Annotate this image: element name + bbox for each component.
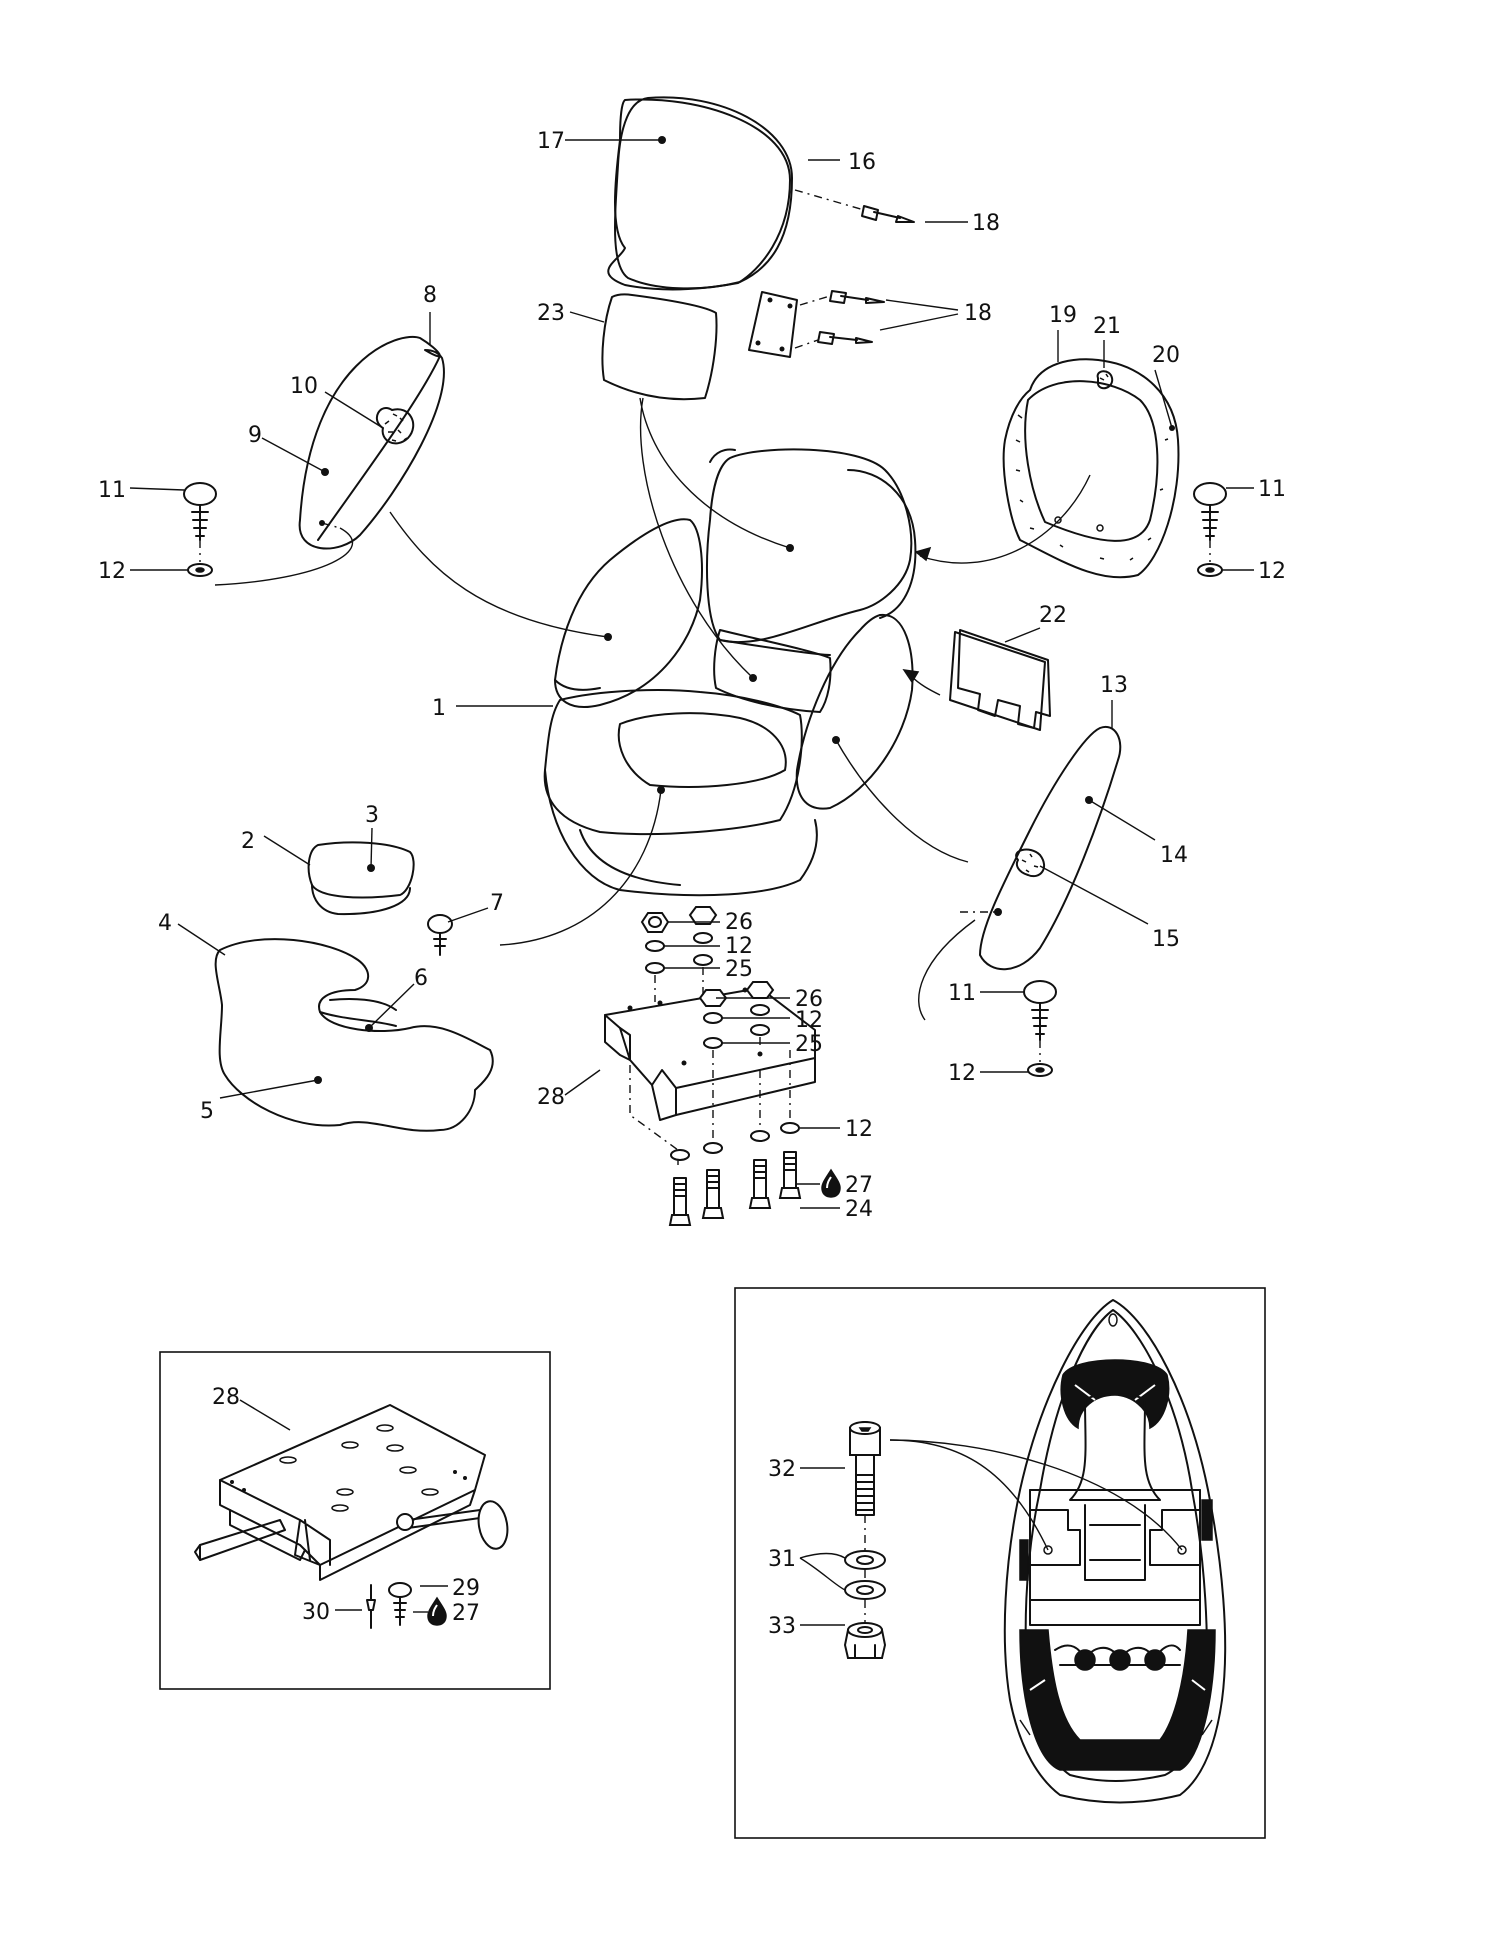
callout-20: 20 bbox=[1152, 343, 1180, 368]
seat-cover bbox=[214, 938, 494, 1132]
rivet-18-set bbox=[817, 205, 915, 345]
inset-slide-box bbox=[159, 1351, 551, 1690]
callout-28b: 28 bbox=[212, 1385, 240, 1410]
callout-11b: 11 bbox=[1258, 477, 1286, 502]
callout-14: 14 bbox=[1160, 843, 1188, 868]
callout-30: 30 bbox=[302, 1600, 330, 1625]
seat-cushion-pad bbox=[307, 841, 415, 916]
inset-hull-box bbox=[734, 1287, 1266, 1839]
callout-4: 4 bbox=[158, 911, 172, 936]
callout-19: 19 bbox=[1049, 303, 1077, 328]
push-fastener-11-lower bbox=[1023, 980, 1057, 1077]
hull-top-view bbox=[1003, 1299, 1227, 1804]
left-armrest-cover bbox=[298, 335, 445, 550]
callout-27a: 27 bbox=[845, 1173, 873, 1198]
seat-mount-bracket bbox=[604, 987, 816, 1121]
callout-26b: 26 bbox=[795, 987, 823, 1012]
callout-15: 15 bbox=[1152, 927, 1180, 952]
callout-32: 32 bbox=[768, 1457, 796, 1482]
callout-28a: 28 bbox=[537, 1085, 565, 1110]
backrest-trim-frame bbox=[1002, 358, 1180, 579]
callout-25a: 25 bbox=[725, 957, 753, 982]
callout-8: 8 bbox=[423, 283, 437, 308]
seat-slide-rail bbox=[194, 1404, 509, 1581]
callout-24: 24 bbox=[845, 1197, 873, 1222]
push-fastener-11-left bbox=[183, 482, 217, 577]
callout-1: 1 bbox=[432, 696, 446, 721]
push-fastener-11-right bbox=[1193, 482, 1227, 577]
drop-icon bbox=[821, 1168, 841, 1198]
callout-12e: 12 bbox=[948, 1061, 976, 1086]
backrest-bracket-plate bbox=[748, 291, 798, 358]
callout-3: 3 bbox=[365, 803, 379, 828]
leader-curves bbox=[214, 397, 1091, 1021]
right-armrest-cover bbox=[979, 725, 1122, 971]
callout-12a: 12 bbox=[98, 559, 126, 584]
callout-18a: 18 bbox=[972, 211, 1000, 236]
seat-assembly bbox=[543, 448, 917, 897]
callout-29: 29 bbox=[452, 1576, 480, 1601]
callout-12c: 12 bbox=[725, 934, 753, 959]
bolt-washer-stack-bottom bbox=[629, 1050, 802, 1226]
backrest-insert-plate bbox=[949, 629, 1051, 731]
callout-27b: 27 bbox=[452, 1601, 480, 1626]
drop-icon-inset bbox=[427, 1596, 447, 1626]
nut-washer-stack-top bbox=[640, 906, 775, 1049]
screw-29-rivet-30 bbox=[366, 1582, 412, 1629]
callout-26a: 26 bbox=[725, 910, 753, 935]
callout-11a: 11 bbox=[98, 478, 126, 503]
callout-18b: 18 bbox=[964, 301, 992, 326]
callout-11c: 11 bbox=[948, 981, 976, 1006]
bolt-32-washers-31-nut-33 bbox=[843, 1421, 887, 1659]
callout-25b: 25 bbox=[795, 1032, 823, 1057]
callout-2: 2 bbox=[241, 829, 255, 854]
backrest-pad bbox=[601, 293, 718, 401]
callout-33: 33 bbox=[768, 1614, 796, 1639]
callout-17: 17 bbox=[537, 129, 565, 154]
callout-16: 16 bbox=[848, 150, 876, 175]
callout-5: 5 bbox=[200, 1099, 214, 1124]
callout-12b: 12 bbox=[1258, 559, 1286, 584]
callout-22: 22 bbox=[1039, 603, 1067, 628]
callout-12d: 12 bbox=[795, 1008, 823, 1033]
callout-leaders bbox=[129, 139, 1254, 1209]
callout-21: 21 bbox=[1093, 314, 1121, 339]
callout-10: 10 bbox=[290, 374, 318, 399]
callout-31: 31 bbox=[768, 1547, 796, 1572]
screw-7 bbox=[427, 914, 453, 956]
callout-23: 23 bbox=[537, 301, 565, 326]
callout-6: 6 bbox=[414, 966, 428, 991]
callout-12f: 12 bbox=[845, 1117, 873, 1142]
callout-9: 9 bbox=[248, 423, 262, 448]
backrest-cushion bbox=[607, 96, 793, 291]
callout-13: 13 bbox=[1100, 673, 1128, 698]
callout-7: 7 bbox=[490, 891, 504, 916]
